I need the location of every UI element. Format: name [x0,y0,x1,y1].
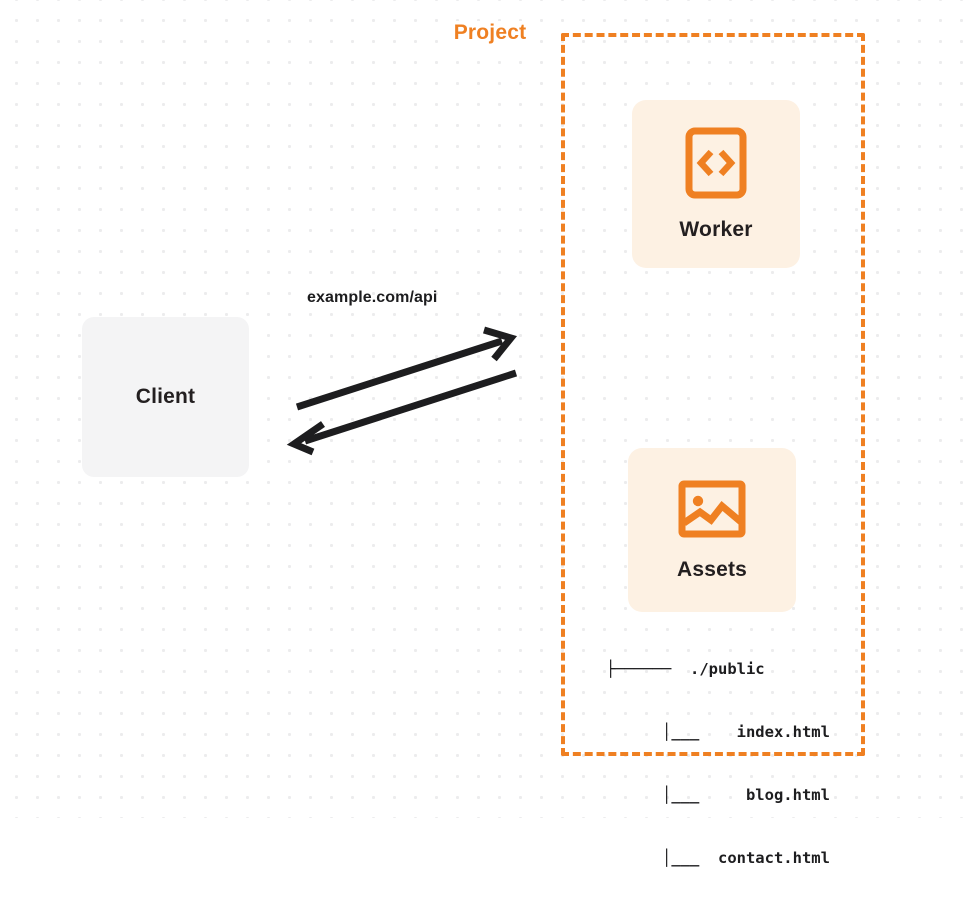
file-tree-row: ├────── ./public [606,660,765,678]
project-title: Project [446,21,534,45]
worker-card[interactable]: Worker [632,100,800,268]
assets-card[interactable]: Assets [628,448,796,612]
connection-label: example.com/api [307,289,438,306]
request-arrow [295,326,518,411]
response-arrow [286,369,518,456]
client-label: Client [135,385,196,408]
file-tree-row: │___ contact.html [606,849,830,867]
project-boundary [561,33,865,756]
client-node[interactable]: Client [82,317,249,477]
assets-label: Assets [676,557,748,581]
code-brackets-icon [685,127,747,204]
assets-file-tree: ├────── ./public │___ index.html │___ bl… [606,617,830,911]
worker-label: Worker [679,217,753,241]
image-icon [678,479,746,544]
diagram-canvas: Client example.com/api Project Worker [0,0,980,867]
file-tree-row: │___ index.html [606,723,830,741]
file-tree-row: │___ blog.html [606,786,830,804]
